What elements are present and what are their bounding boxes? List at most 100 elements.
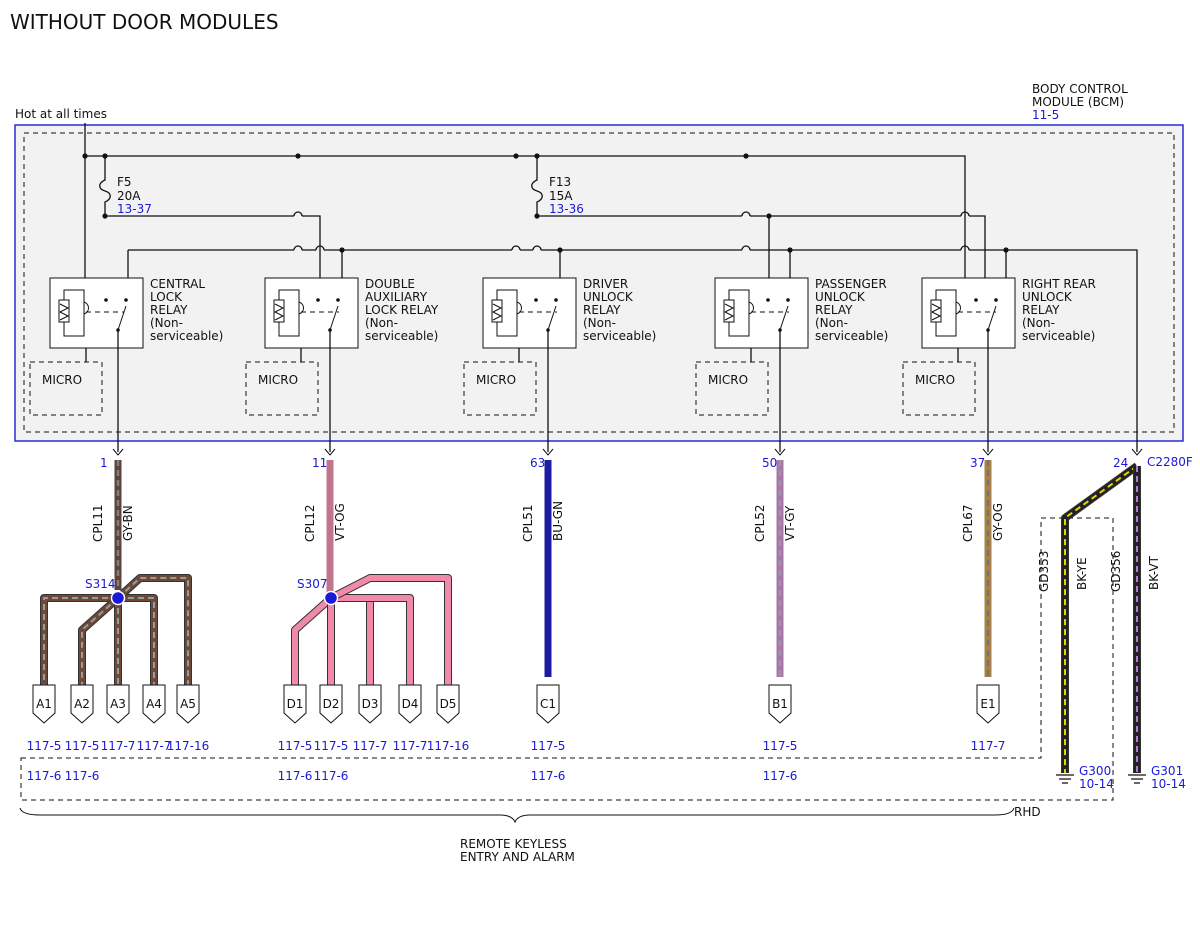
- branch-a2-body: [79, 595, 120, 685]
- relay-contact: [766, 298, 770, 302]
- relay-contact: [316, 298, 320, 302]
- connector-ref: 117-6: [65, 769, 100, 783]
- system-name-line2: ENTRY AND ALARM: [460, 850, 575, 864]
- wire-color-label: VT-OG: [333, 503, 347, 541]
- power-label: Hot at all times: [15, 107, 107, 121]
- relay-coil-bump: [748, 301, 754, 315]
- ground-circuit-label: GD356: [1109, 551, 1123, 592]
- connector-ref: 117-7: [101, 739, 136, 753]
- relay-label-line: serviceable): [365, 329, 438, 343]
- micro-label: MICRO: [42, 373, 82, 387]
- connector-pin-label: D5: [440, 697, 457, 711]
- connector-pin-label: B1: [772, 697, 788, 711]
- pin-arrow: [774, 448, 786, 456]
- connector-pin-symbol: [319, 684, 343, 724]
- relay-switch-arm: [987, 305, 997, 331]
- wire-crossover: [741, 245, 751, 251]
- branch-d3-stripe: [331, 597, 371, 685]
- relay-coil-winding: [273, 303, 285, 321]
- connector-pin-symbol: [70, 684, 94, 724]
- relay-label-line: UNLOCK: [583, 290, 634, 304]
- micro-label: MICRO: [258, 373, 298, 387]
- relay-coil-winding: [930, 303, 942, 321]
- rhd-label: RHD: [1014, 805, 1041, 819]
- connector-ref: 117-7: [971, 739, 1006, 753]
- bcm-outline: [14, 124, 1184, 442]
- connector-pin-label: A4: [146, 697, 162, 711]
- relay-label-line: (Non-: [1022, 316, 1055, 330]
- relay-coil-symbol: [723, 299, 735, 323]
- relay-label-line: serviceable): [150, 329, 223, 343]
- connector-pin-label: A2: [74, 697, 90, 711]
- fuse-f13-name: F13: [549, 175, 571, 189]
- connector-pin-label: D4: [402, 697, 419, 711]
- ground-symbol: [1128, 774, 1146, 784]
- connector-pin-label: D3: [362, 697, 379, 711]
- ground-ref: 10-14: [1079, 777, 1114, 791]
- connector-pin-symbol: [142, 684, 166, 724]
- relay-coil-symbol: [930, 299, 942, 323]
- relay-label-line: (Non-: [815, 316, 848, 330]
- wire-crossover: [960, 245, 970, 251]
- pin-number: 63: [530, 456, 545, 470]
- module-name-line1: BODY CONTROL: [1032, 82, 1128, 96]
- ground-wire-color: BK-VT: [1147, 555, 1161, 590]
- rhd-brace: [19, 807, 1015, 824]
- relay-coil-loop: [278, 289, 300, 337]
- relay-label-line: LOCK RELAY: [365, 303, 439, 317]
- relay-label-line: AUXILIARY: [365, 290, 428, 304]
- ground-wire-body: [1062, 463, 1139, 773]
- fuse-f5-rating: 20A: [117, 189, 141, 203]
- connector-pin-symbol: [976, 684, 1000, 724]
- relay-label-line: UNLOCK: [815, 290, 866, 304]
- relay-label-line: (Non-: [150, 316, 183, 330]
- relay-coil-symbol: [273, 299, 285, 323]
- circuit-label: CPL11: [91, 504, 105, 542]
- branch-a5-stripe: [117, 577, 189, 685]
- bus-junction: [1003, 247, 1009, 253]
- connector-ref: 117-7: [137, 739, 172, 753]
- relay-coil-loop: [63, 289, 85, 337]
- wire-crossover: [293, 245, 303, 251]
- wire-color-label: GY-BN: [121, 505, 135, 541]
- connector-ref: 117-5: [314, 739, 349, 753]
- relay-coil-winding: [723, 303, 735, 321]
- bus-junction: [102, 213, 108, 219]
- micro-box: [463, 361, 537, 416]
- relay-label-line: UNLOCK: [1022, 290, 1073, 304]
- fuse-f13-symbol: [531, 156, 543, 216]
- pin-arrow: [982, 448, 994, 456]
- relay-label-line: serviceable): [815, 329, 888, 343]
- connector-ref: 117-5: [763, 739, 798, 753]
- relay-contact: [974, 298, 978, 302]
- connector-pin-symbol: [176, 684, 200, 724]
- branch-d5-stripe: [330, 577, 449, 685]
- circuit-label: CPL51: [521, 504, 535, 542]
- connector-ref: 117-6: [763, 769, 798, 783]
- wire-crossover: [293, 211, 303, 217]
- branch-a4-outline: [118, 594, 158, 685]
- connector-ref: 117-16: [167, 739, 210, 753]
- system-name-line1: REMOTE KEYLESS: [460, 837, 567, 851]
- connector-pin-label: E1: [980, 697, 995, 711]
- fused-bus-b: [537, 215, 986, 290]
- fuse-f13-rating: 15A: [549, 189, 573, 203]
- relay-coil-symbol: [58, 299, 70, 323]
- ground-drops: [341, 250, 1007, 290]
- ground-wire-color: BK-YE: [1075, 557, 1089, 590]
- bus-junction: [339, 247, 345, 253]
- connector-ref: 117-5: [278, 739, 313, 753]
- connector-pin-label: D2: [323, 697, 340, 711]
- bus-junction: [743, 153, 749, 159]
- micro-box: [245, 361, 319, 416]
- bus-junction: [513, 153, 519, 159]
- connector-pin-label: A3: [110, 697, 126, 711]
- relay-group: CENTRALLOCKRELAY(Non-serviceable)MICRODO…: [29, 277, 1096, 416]
- relay-label-line: DOUBLE: [365, 277, 415, 291]
- ground-symbol: [1056, 774, 1074, 784]
- pin-arrow: [324, 448, 336, 456]
- wire-crossover: [532, 245, 542, 251]
- fuse-f5-ref: 13-37: [117, 202, 152, 216]
